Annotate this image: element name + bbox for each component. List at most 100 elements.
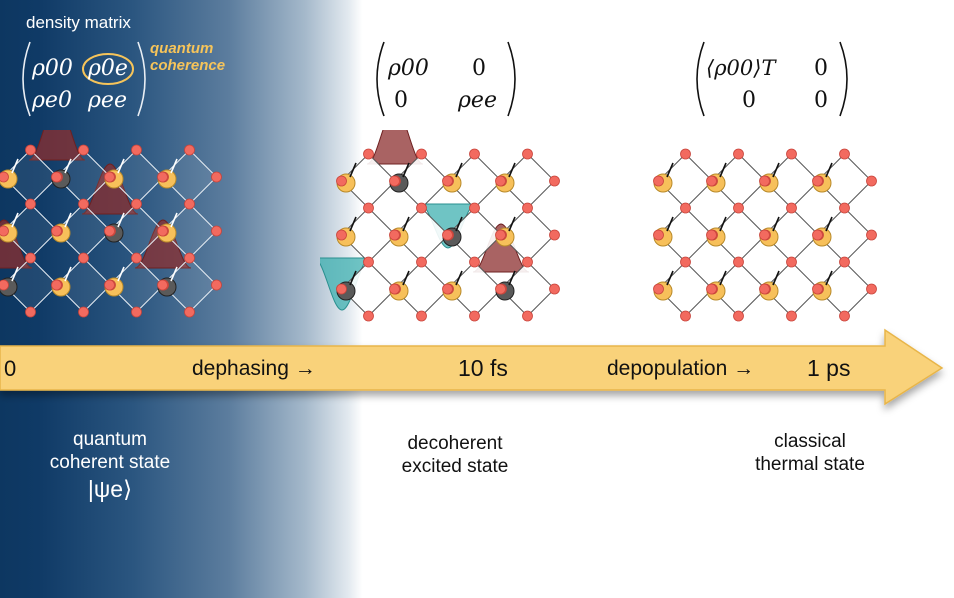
oxygen-atom <box>839 202 850 214</box>
state-coherent-line2: coherent state <box>49 452 171 473</box>
oxygen-atom <box>866 283 877 295</box>
state-coherent-ket: |ψe⟩ <box>87 476 133 502</box>
matrix-coherent: ρ00 ρ0e ρe0 ρee <box>18 38 148 120</box>
timeline-dephasing-label: dephasing → <box>192 357 316 380</box>
oxygen-atom <box>759 283 770 295</box>
displacement-arrow <box>666 270 674 286</box>
lattice-thermal <box>653 148 877 322</box>
oxygen-atom <box>51 171 62 183</box>
lattice-coherent <box>0 130 222 318</box>
state-decoherent-line1: decoherent <box>407 433 503 454</box>
oxygen-atom <box>469 256 480 268</box>
oxygen-atom <box>0 171 9 183</box>
oxygen-atom <box>389 283 400 295</box>
displacement-arrow <box>349 270 357 286</box>
matrix-decoherent-brackets <box>376 41 516 117</box>
oxygen-atom <box>104 225 115 237</box>
displacement-arrow <box>508 216 516 232</box>
state-decoherent-label: decoherent excited state <box>355 432 555 478</box>
oxygen-atom <box>653 229 664 241</box>
oxygen-atom <box>78 198 89 210</box>
oxygen-atom <box>211 225 222 237</box>
oxygen-atom <box>0 279 9 291</box>
oxygen-atom <box>336 283 347 295</box>
oxygen-atom <box>104 171 115 183</box>
oxygen-atom <box>184 252 195 264</box>
timeline-start-label: 0 <box>4 356 17 381</box>
displacement-arrow <box>64 212 72 228</box>
oxygen-atom <box>653 283 664 295</box>
oxygen-atom <box>680 310 691 322</box>
displacement-arrow <box>825 162 833 178</box>
oxygen-atom <box>733 310 744 322</box>
oxygen-atom <box>786 202 797 214</box>
oxygen-atom <box>416 256 427 268</box>
matrix-decoherent-11: ρee <box>458 88 497 113</box>
oxygen-atom <box>211 279 222 291</box>
oxygen-atom <box>839 310 850 322</box>
matrix-coherent-00: ρ00 <box>32 56 73 81</box>
matrix-coherent-brackets <box>22 41 146 117</box>
oxygen-atom <box>184 198 195 210</box>
oxygen-atom <box>495 175 506 187</box>
matrix-decoherent-10: 0 <box>394 88 408 113</box>
matrix-coherent-10: ρe0 <box>32 88 72 113</box>
displacement-arrow <box>117 158 125 174</box>
oxygen-atom <box>706 283 717 295</box>
displacement-arrow <box>772 270 780 286</box>
oxygen-atom <box>389 229 400 241</box>
oxygen-atom <box>416 310 427 322</box>
oxygen-atom <box>157 279 168 291</box>
oxygen-atom <box>0 225 9 237</box>
oxygen-atom <box>51 279 62 291</box>
displacement-arrow <box>455 162 463 178</box>
oxygen-atom <box>839 148 850 160</box>
oxygen-atom <box>25 252 36 264</box>
oxygen-atom <box>522 202 533 214</box>
displacement-arrow <box>666 216 674 232</box>
matrix-thermal-11: 0 <box>814 88 828 113</box>
oxygen-atom <box>104 279 115 291</box>
matrix-decoherent-00: ρ00 <box>388 56 429 81</box>
displacement-arrow <box>64 266 72 282</box>
oxygen-atom <box>25 198 36 210</box>
displacement-arrow <box>508 162 516 178</box>
displacement-arrow <box>455 216 463 232</box>
oxygen-atom <box>157 171 168 183</box>
oxygen-atom <box>812 229 823 241</box>
oxygen-atom <box>131 252 142 264</box>
state-thermal-line2: thermal state <box>755 454 865 475</box>
oxygen-atom <box>549 283 560 295</box>
timeline-mid-label: 10 fs <box>458 355 508 381</box>
matrix-coherent-01: ρ0e <box>88 56 128 81</box>
state-coherent-line1: quantum <box>73 429 147 450</box>
displacement-arrow <box>402 162 410 178</box>
displacement-arrow <box>117 266 125 282</box>
oxygen-atom <box>839 256 850 268</box>
displacement-arrow <box>825 216 833 232</box>
oxygen-atom <box>812 175 823 187</box>
oxygen-atom <box>733 148 744 160</box>
matrix-thermal: ⟨ρ00⟩T 0 0 0 <box>692 38 852 120</box>
coherence-label-line1: quantum <box>150 40 214 57</box>
oxygen-atom <box>25 144 36 156</box>
oxygen-atom <box>131 198 142 210</box>
oxygen-atom <box>759 175 770 187</box>
displacement-arrow <box>455 270 463 286</box>
oxygen-atom <box>157 225 168 237</box>
oxygen-atom <box>363 310 374 322</box>
oxygen-atom <box>786 148 797 160</box>
lattice-decoherent <box>320 130 560 322</box>
oxygen-atom <box>442 283 453 295</box>
coherence-label-line2: coherence <box>150 57 226 74</box>
displacement-arrow <box>402 216 410 232</box>
displacement-arrow <box>170 158 178 174</box>
oxygen-atom <box>336 229 347 241</box>
oxygen-atom <box>680 202 691 214</box>
quantum-coherence-label: quantum coherence <box>150 40 225 74</box>
oxygen-atom <box>469 202 480 214</box>
oxygen-atom <box>706 175 717 187</box>
oxygen-atom <box>469 310 480 322</box>
displacement-arrow <box>117 212 125 228</box>
oxygen-atom <box>78 144 89 156</box>
